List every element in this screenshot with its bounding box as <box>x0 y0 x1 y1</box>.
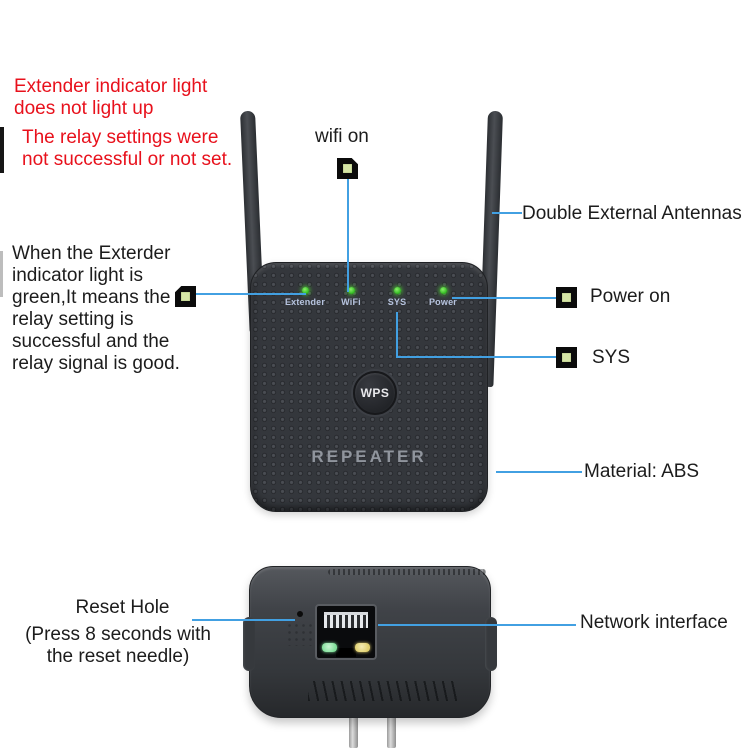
leader-line-network <box>378 624 576 626</box>
callout-marker-wifi <box>337 158 358 179</box>
repeater-front-view: Extender WiFi SYS Power WPS REPEATER <box>250 262 488 512</box>
label-reset-instruction: (Press 8 seconds with the reset needle) <box>25 624 211 667</box>
left-antenna-hinge <box>243 617 255 671</box>
leader-line-wifi <box>347 178 349 292</box>
power-led-icon <box>439 287 447 294</box>
label-double-antennas: Double External Antennas <box>522 203 742 224</box>
plug-prong-left <box>349 702 358 748</box>
ethernet-pins-icon <box>324 612 368 628</box>
label-reset-hole: Reset Hole <box>75 597 170 618</box>
port-led-green-icon <box>322 643 337 652</box>
port-led-yellow-icon <box>355 643 370 652</box>
wps-button[interactable]: WPS <box>353 371 397 415</box>
indicator-power: Power <box>413 287 473 307</box>
ethernet-port[interactable] <box>315 604 377 660</box>
speaker-dot-texture <box>286 622 314 646</box>
indicator-extender: Extender <box>275 287 335 307</box>
marker-green-dot-icon <box>562 293 571 302</box>
leader-line-sys-horizontal <box>396 356 558 358</box>
sys-led-icon <box>393 287 401 294</box>
sys-led-label: SYS <box>387 297 407 307</box>
extender-led-label: Extender <box>284 297 326 307</box>
ethernet-clip-notch <box>336 648 356 657</box>
marker-green-dot-icon <box>181 292 190 301</box>
power-led-label: Power <box>428 297 457 307</box>
leader-line-reset <box>192 619 295 621</box>
plug-prong-right <box>387 702 396 748</box>
photo-edge-artifact-light <box>0 251 3 297</box>
marker-green-dot-icon <box>562 353 571 362</box>
label-sys: SYS <box>592 347 631 368</box>
note-extender-green: When the Exterder indicator light is gre… <box>12 243 180 374</box>
repeater-bottom-view <box>243 566 497 718</box>
warning-note-relay-failed: The relay settings were not successful o… <box>22 127 233 170</box>
callout-marker-sys <box>556 347 577 368</box>
indicator-sys: SYS <box>367 287 427 307</box>
photo-edge-artifact-dark <box>0 127 4 173</box>
callout-marker-power <box>556 287 577 308</box>
leader-line-sys-vertical <box>396 312 398 358</box>
label-power-on: Power on <box>590 286 671 307</box>
indicator-wifi: WiFi <box>321 287 381 307</box>
label-wifi-on: wifi on <box>315 126 369 147</box>
marker-green-dot-icon <box>343 164 352 173</box>
wifi-led-label: WiFi <box>341 297 361 307</box>
reset-hole[interactable] <box>297 611 303 617</box>
label-network-interface: Network interface <box>580 612 728 633</box>
leader-line-material <box>496 471 582 473</box>
bottom-vent-slits <box>308 681 458 701</box>
wifi-led-icon <box>347 287 355 294</box>
warning-note-extender-off: Extender indicator light does not light … <box>14 76 208 119</box>
leader-line-antenna <box>492 212 522 214</box>
leader-line-power <box>452 297 558 299</box>
extender-led-icon <box>301 287 309 294</box>
leader-line-extender <box>194 293 306 295</box>
top-vent-slits <box>328 569 486 575</box>
brand-text: REPEATER <box>311 447 427 466</box>
callout-marker-extender <box>175 286 196 307</box>
right-antenna-hinge <box>485 617 497 671</box>
label-material: Material: ABS <box>584 461 700 482</box>
